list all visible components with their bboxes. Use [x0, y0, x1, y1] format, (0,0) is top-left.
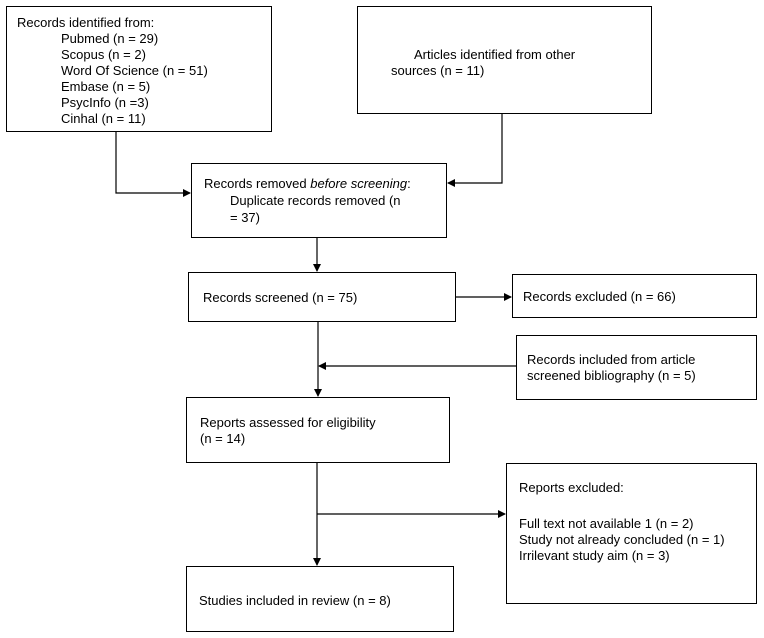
reports-excluded-box: Reports excluded: Full text not availabl…: [506, 463, 757, 604]
records-screened-box: Records screened (n = 75): [188, 272, 456, 322]
studies-included-box: Studies included in review (n = 8): [186, 566, 454, 632]
removed-heading-prefix: Records removed: [204, 176, 311, 191]
studies-included-label: Studies included in review (n = 8): [199, 593, 391, 608]
removed-heading-suffix: :: [407, 176, 411, 191]
source-psycinfo: PsycInfo (n =3): [61, 95, 149, 110]
exclusion-reason-3: Irrilevant study aim (n = 3): [519, 548, 670, 563]
other-sources-box: Articles identified from other sources (…: [357, 6, 652, 114]
removed-heading: Records removed before screening:: [204, 176, 411, 192]
removed-heading-emphasis: before screening: [310, 176, 408, 191]
duplicates-removed-count: = 37): [230, 210, 260, 225]
removed-before-screening-box: Records removed before screening: Duplic…: [191, 163, 447, 238]
records-screened-label: Records screened (n = 75): [203, 290, 358, 305]
eligibility-line2: (n = 14): [200, 431, 246, 446]
records-identified-box: Records identified from: Pubmed (n = 29)…: [6, 6, 272, 132]
records-excluded-box: Records excluded (n = 66): [512, 274, 757, 318]
source-wos: Word Of Science (n = 51): [61, 63, 208, 78]
source-pubmed: Pubmed (n = 29): [61, 31, 159, 46]
reports-excluded-heading: Reports excluded:: [519, 480, 624, 495]
other-sources-line1: Articles identified from other: [414, 47, 576, 62]
source-embase: Embase (n = 5): [61, 79, 151, 94]
exclusion-reason-1: Full text not available 1 (n = 2): [519, 516, 694, 531]
exclusion-reason-2: Study not already concluded (n = 1): [519, 532, 725, 547]
bibliography-line1: Records included from article: [527, 352, 696, 367]
bibliography-line2: screened bibliography (n = 5): [527, 368, 696, 383]
arrow-identified-to-removed: [115, 132, 191, 197]
records-excluded-label: Records excluded (n = 66): [523, 289, 676, 304]
eligibility-box: Reports assessed for eligibility (n = 14…: [186, 397, 450, 463]
other-sources-line2: sources (n = 11): [391, 63, 485, 78]
source-scopus: Scopus (n = 2): [61, 47, 146, 62]
source-cinhal: Cinhal (n = 11): [61, 111, 146, 126]
duplicates-removed-line: Duplicate records removed (n: [230, 193, 401, 208]
arrow-other-to-removed: [447, 114, 503, 187]
records-identified-heading: Records identified from:: [17, 15, 155, 30]
bibliography-box: Records included from article screened b…: [516, 335, 757, 400]
eligibility-line1: Reports assessed for eligibility: [200, 415, 376, 430]
